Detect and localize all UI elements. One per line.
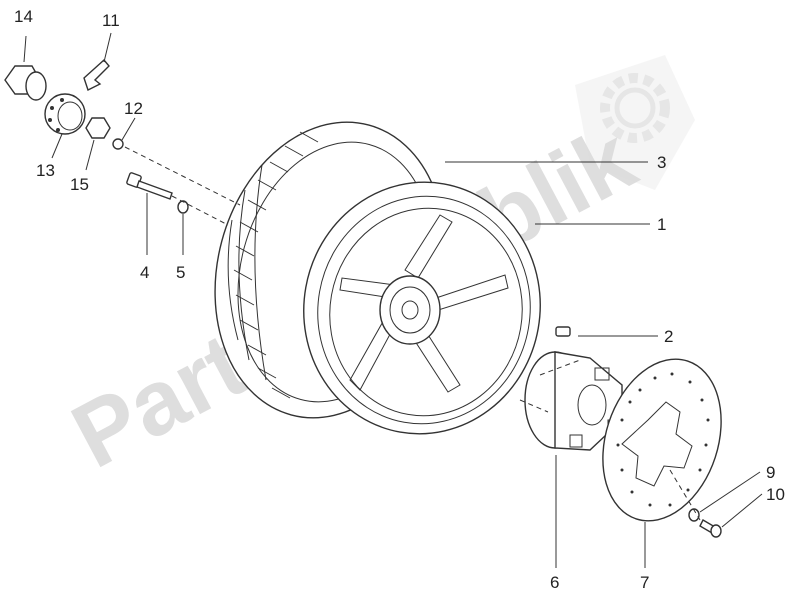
rim [303,181,541,435]
brake-disc [602,358,722,522]
assembly-lines [124,146,701,521]
callout-2: 2 [664,327,673,346]
leader-lines [23,32,763,568]
screw [555,326,571,337]
callout-6: 6 [550,573,559,592]
callout-14: 14 [14,7,33,26]
callout-11: 11 [102,11,120,30]
axle-bolt [126,172,173,200]
callout-9: 9 [766,463,775,482]
watermark-flag-shape [575,55,695,190]
axle-washer [177,200,189,214]
callout-10: 10 [766,485,785,504]
washer-small [112,138,124,150]
hub-carrier [524,351,623,451]
callout-15: 15 [70,175,89,194]
callouts: 14 11 12 13 15 4 5 3 1 2 6 7 9 10 [14,7,785,592]
nut-large [4,65,47,101]
callout-5: 5 [176,263,185,282]
nut-small [85,117,111,139]
callout-1: 1 [657,215,666,234]
callout-4: 4 [140,263,149,282]
callout-7: 7 [640,573,649,592]
clip [83,58,110,91]
washer [688,508,700,522]
callout-12: 12 [124,99,143,118]
callout-3: 3 [657,153,666,172]
speedometer-gear [44,93,86,135]
callout-13: 13 [36,161,55,180]
bolt-small [699,519,722,538]
disc-holes [616,372,710,507]
